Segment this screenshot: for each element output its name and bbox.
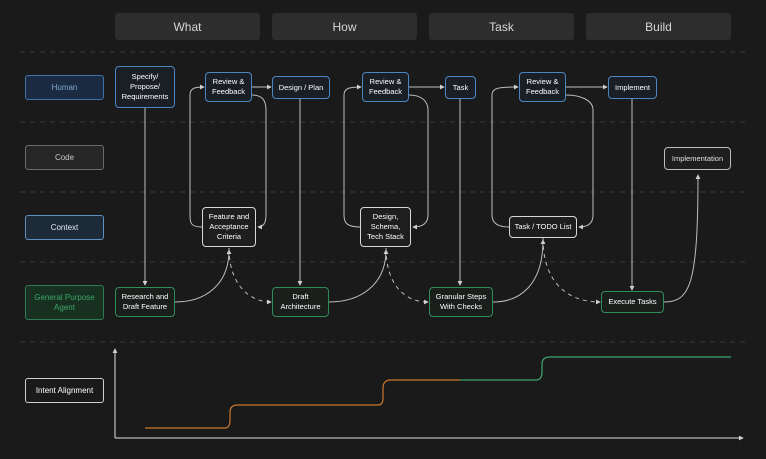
arrow-execute-to-implementation	[663, 174, 701, 303]
arrow-review2-to-schema	[408, 94, 429, 230]
lane-label-human: Human	[25, 75, 104, 100]
arrow-draft-to-schema	[328, 249, 389, 303]
node-specify: Specify/ Propose/ Requirements	[115, 66, 175, 108]
arrow-review3-to-todo	[565, 94, 594, 230]
intent-line-orange	[145, 379, 460, 429]
arrow-todo-to-review3	[491, 84, 519, 228]
arrow-schema-to-granular	[385, 247, 429, 305]
column-header-what: What	[115, 13, 260, 40]
node-research-draft: Research and Draft Feature	[115, 287, 175, 317]
lane-label-intent: Intent Alignment	[25, 378, 104, 403]
arrow-todo-to-execute	[542, 237, 601, 305]
node-review-feedback-2: Review & Feedback	[362, 72, 409, 102]
node-task: Task	[445, 76, 476, 99]
node-review-feedback-1: Review & Feedback	[205, 72, 252, 102]
lane-label-agent: General Purpose Agent	[25, 285, 104, 320]
node-implement: Implement	[608, 76, 657, 99]
node-task-todo: Task / TODO List	[509, 216, 577, 238]
arrow-review1-to-criteria	[251, 94, 267, 230]
arrow-granular-to-todo	[492, 239, 546, 303]
intent-line-green	[460, 356, 731, 381]
node-design-schema: Design, Schema, Tech Stack	[360, 207, 411, 247]
node-design-plan: Design / Plan	[272, 76, 330, 99]
node-granular-steps: Granular Steps With Checks	[429, 287, 493, 317]
arrow-criteria-to-review1	[189, 84, 205, 228]
node-feature-criteria: Feature and Acceptance Criteria	[202, 207, 256, 247]
node-review-feedback-3: Review & Feedback	[519, 72, 566, 102]
lane-label-code: Code	[25, 145, 104, 170]
arrow-criteria-to-draft	[228, 247, 272, 305]
column-header-build: Build	[586, 13, 731, 40]
arrow-research-to-criteria	[174, 249, 232, 303]
lane-label-context: Context	[25, 215, 104, 240]
node-draft-architecture: Draft Architecture	[272, 287, 329, 317]
column-header-how: How	[272, 13, 417, 40]
node-execute-tasks: Execute Tasks	[601, 291, 664, 313]
column-header-task: Task	[429, 13, 574, 40]
arrow-schema-to-review2	[343, 84, 362, 228]
node-implementation: Implementation	[664, 147, 731, 170]
